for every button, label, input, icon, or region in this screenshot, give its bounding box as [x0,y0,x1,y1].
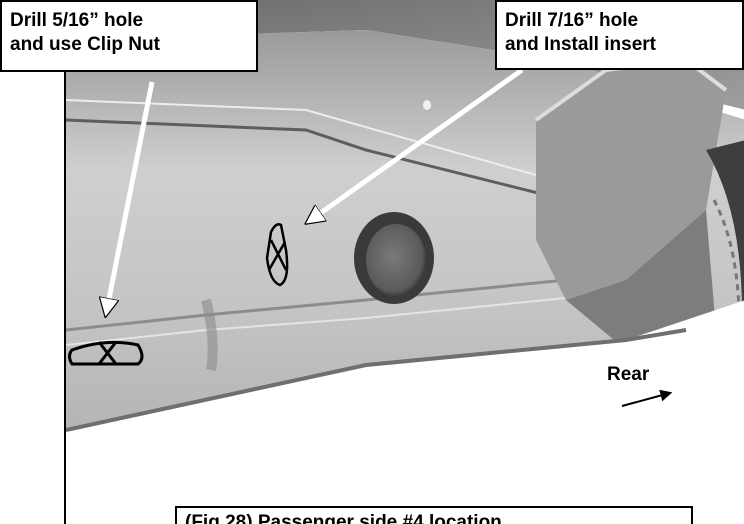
panel-crease [66,278,567,332]
bracket-lower [566,210,716,350]
vehicle-underbody-photo [64,0,744,524]
tire-tread [712,199,741,441]
panel-crease-highlight [66,297,567,346]
rubber-plug-center [366,224,426,296]
photo-illustration [66,0,744,524]
callout-left-line1: Drill 5/16” hole [10,10,144,31]
background-floor [66,300,744,524]
callout-right-line2: and Install insert [505,34,656,55]
callout-insert: Drill 7/16” hole and Install insert [495,0,744,70]
wheel-well-bracket [536,60,726,300]
callout-left-line2: and use Clip Nut [10,34,160,55]
paint-mark [423,100,431,110]
tire [706,140,744,470]
drill-mark-large [265,223,289,287]
callout-right-line1: Drill 7/16” hole [505,10,639,31]
panel-bottom-edge [66,328,687,432]
panel-rib [201,298,218,371]
figure-caption: (Fig.28) Passenger side #4 location [175,506,693,524]
drill-mark-small [68,340,144,366]
rear-label: Rear [607,364,650,385]
callout-clip-nut: Drill 5/16” hole and use Clip Nut [0,0,258,72]
